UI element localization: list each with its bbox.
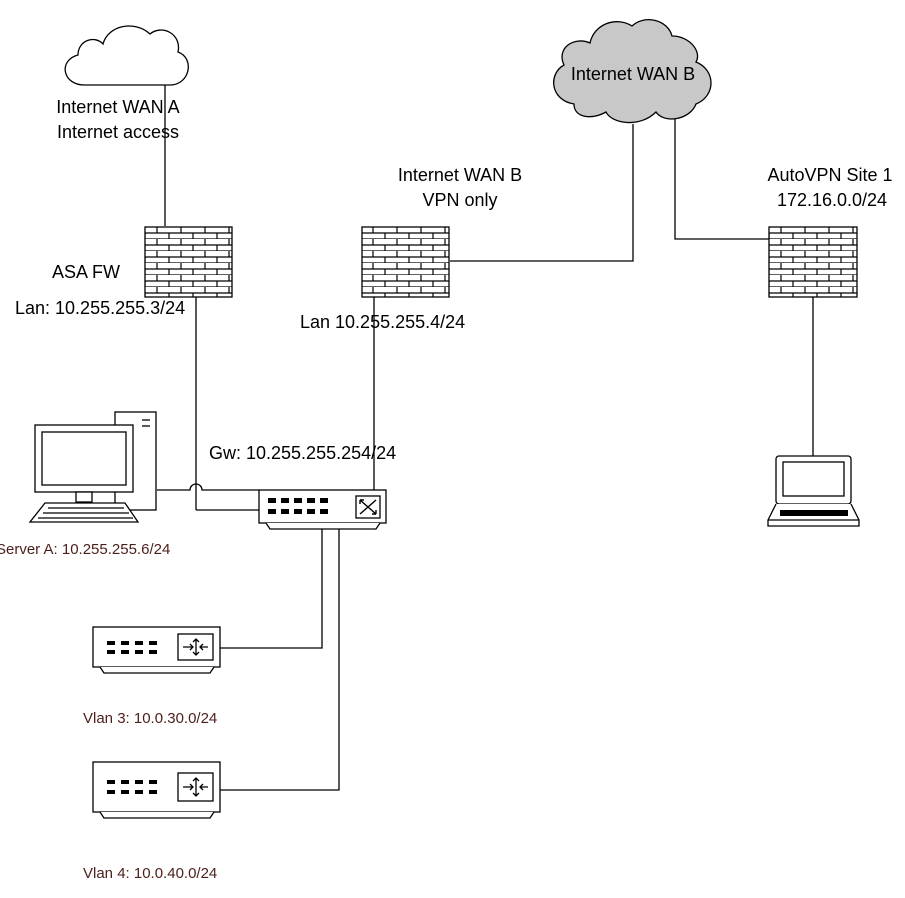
wan-a-title: Internet WAN A: [56, 97, 179, 117]
cloud-icon: [64, 25, 189, 86]
server-computer-icon: [28, 411, 157, 523]
laptop-icon: [767, 455, 860, 527]
autovpn-subnet: 172.16.0.0/24: [777, 190, 887, 210]
vlan4-label: Vlan 4: 10.0.40.0/24: [83, 865, 217, 882]
firewall-icon: [361, 226, 450, 298]
connection-lines: [157, 80, 814, 791]
link-wanb-fw-to-cloud: [450, 124, 634, 262]
link-server-to-switch: [157, 483, 259, 491]
vlan3-label: Vlan 3: 10.0.30.0/24: [83, 710, 217, 727]
switch-icon: [92, 626, 221, 674]
link-cloud-to-autovpn: [674, 118, 769, 240]
wanb-lan-label: Lan 10.255.255.4/24: [300, 312, 465, 332]
wan-b-title: Internet WAN B: [398, 165, 522, 185]
switch-icon: [92, 761, 221, 819]
gateway-label: Gw: 10.255.255.254/24: [209, 443, 396, 463]
link-switch-to-vlan4: [220, 528, 340, 791]
firewall-icon: [144, 226, 233, 298]
core-switch-icon: [258, 489, 387, 530]
asa-fw-label: ASA FW: [52, 262, 120, 282]
autovpn-title: AutoVPN Site 1: [767, 165, 892, 185]
labels: Internet WAN A Internet access Internet …: [0, 64, 893, 882]
wan-b-subtitle: VPN only: [422, 190, 497, 210]
wan-b-cloud-label: Internet WAN B: [571, 64, 695, 84]
asa-lan-label: Lan: 10.255.255.3/24: [15, 298, 185, 318]
firewall-icon: [768, 226, 858, 298]
link-switch-to-vlan3: [220, 522, 323, 649]
server-a-label: Server A: 10.255.255.6/24: [0, 541, 170, 558]
wan-a-subtitle: Internet access: [57, 122, 179, 142]
cloud-icon: [553, 19, 712, 124]
